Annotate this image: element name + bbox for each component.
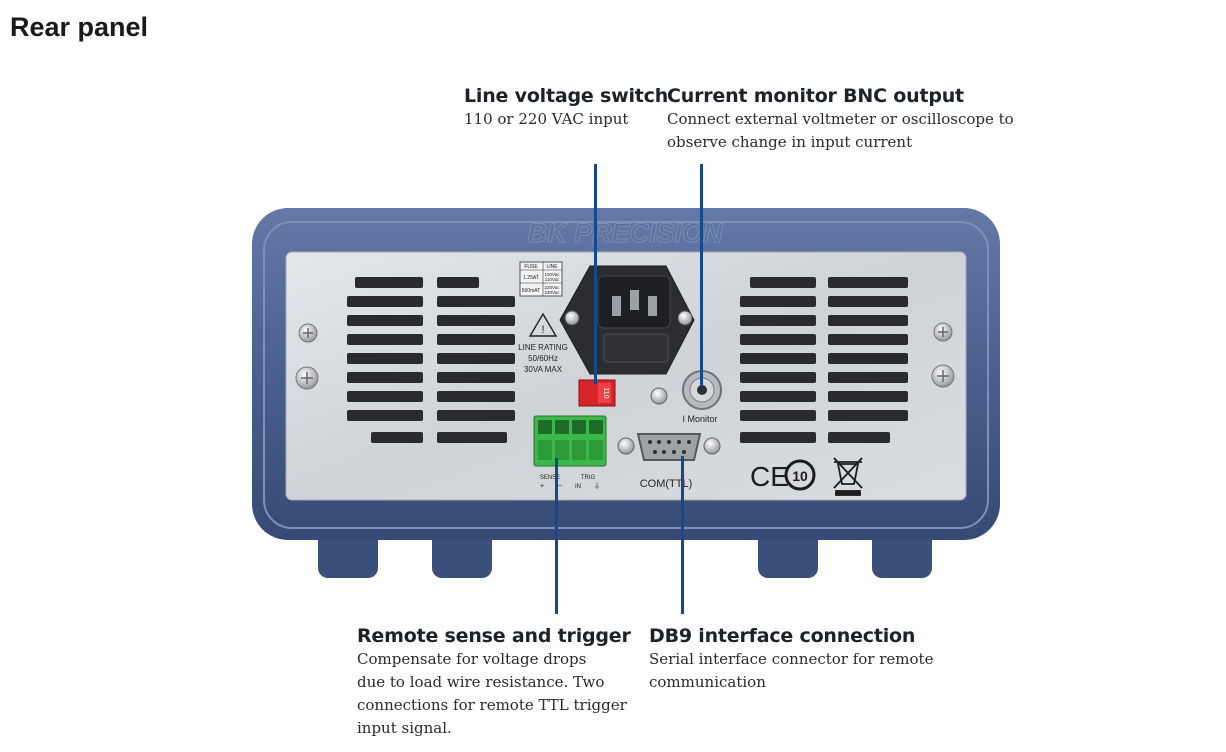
svg-text:SENSE: SENSE [540,475,560,481]
svg-text:IN: IN [575,484,581,490]
db9-connector: COM(TTL) [617,433,721,490]
svg-text:FUSE: FUSE [524,264,538,270]
svg-text:+: + [540,483,544,490]
svg-text:100Vac: 100Vac [545,272,561,277]
callout-heading: Remote sense and trigger [357,625,631,647]
svg-text:I Monitor: I Monitor [682,414,717,424]
callout-heading: Current monitor BNC output [667,85,964,107]
callout-text: input signal. [357,719,452,737]
svg-text:50/60Hz: 50/60Hz [528,354,558,363]
svg-text:500mAT: 500mAT [522,288,541,294]
svg-text:LINE RATING: LINE RATING [518,343,568,352]
callout-text: Connect external voltmeter or oscillosco… [667,110,1014,128]
svg-text:!: ! [541,324,544,336]
power-inlet [559,265,695,375]
callout-text: due to load wire resistance. Two [357,673,605,691]
callout-text: 110 or 220 VAC input [464,110,629,128]
sense-trigger-terminal: SENSE TRIG + − IN ⏚ [533,415,607,490]
callout-text: observe change in input current [667,133,913,151]
callout-line-voltage: Line voltage switch 110 or 220 VAC input [464,84,668,131]
center-screw [650,387,668,405]
svg-text:⏚: ⏚ [594,482,601,490]
svg-text:110: 110 [602,387,609,398]
callout-db9: DB9 interface connection Serial interfac… [649,624,933,694]
line-rating-warning: ! LINE RATING 50/60Hz 30VA MAX [518,312,568,374]
ce-mark-icon: CE [750,461,789,492]
callout-current-monitor: Current monitor BNC output Connect exter… [667,84,1014,154]
brand-logo: BK PRECISION [527,218,723,248]
svg-text:110Vac: 110Vac [545,277,560,282]
svg-text:10: 10 [792,468,808,484]
callout-text: communication [649,673,766,691]
bnc-connector: I Monitor [682,370,722,424]
weee-bin-icon [833,457,863,496]
warning-triangle-icon [528,312,558,337]
fuse-table: FUSE LINE 1.25AT 100Vac 110Vac 500mAT 22… [519,261,563,297]
line-voltage-switch: 110 [578,379,616,407]
leader-db9 [681,456,684,614]
svg-text:−: − [558,483,562,490]
svg-text:240Vac: 240Vac [545,290,561,295]
callout-text: connections for remote TTL trigger [357,696,627,714]
callout-heading: DB9 interface connection [649,625,916,647]
certification-marks: CE 10 [750,457,863,496]
left-vents [347,277,515,443]
leader-current-monitor [700,164,703,386]
svg-text:1.25AT: 1.25AT [523,275,539,281]
eco-mark-icon [784,459,816,491]
callout-text: Compensate for voltage drops [357,650,587,668]
page-title: Rear panel [10,12,149,42]
leader-line-voltage [594,164,597,384]
callout-remote-sense: Remote sense and trigger Compensate for … [357,624,631,740]
svg-text:COM(TTL): COM(TTL) [640,478,693,490]
right-vents [740,277,908,443]
callout-text: Serial interface connector for remote [649,650,934,668]
side-screws [295,322,955,390]
svg-text:LINE: LINE [546,264,558,270]
callout-heading: Line voltage switch [464,85,669,107]
svg-text:220Vac: 220Vac [545,285,561,290]
svg-text:30VA MAX: 30VA MAX [524,365,563,374]
leader-remote-sense [555,458,558,614]
svg-text:TRIG: TRIG [581,475,596,481]
